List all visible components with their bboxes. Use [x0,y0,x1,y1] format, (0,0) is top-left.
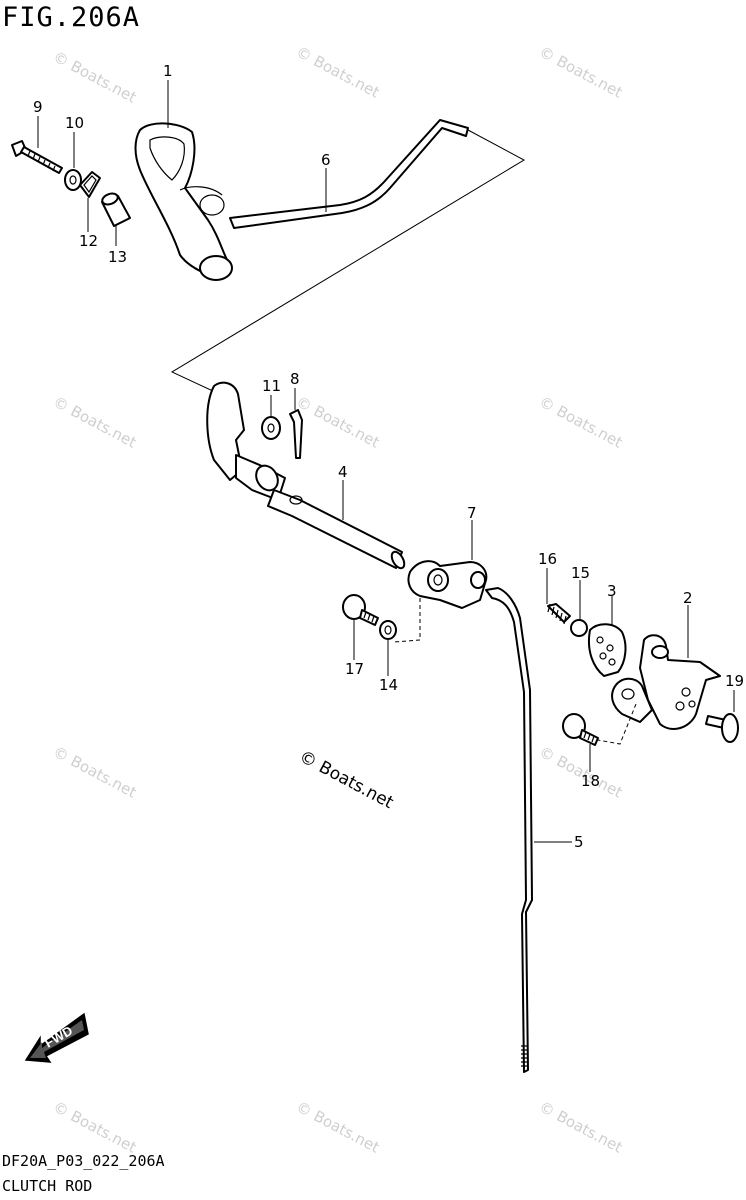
callout-part-17: 17 [345,660,364,678]
watermark: © Boats.net [293,1098,382,1157]
part-17-screw [342,594,379,626]
part-1-lever [134,122,233,281]
callout-part-5: 5 [574,833,584,851]
callout-part-3: 3 [607,582,617,600]
watermark: © Boats.net [293,393,382,452]
callout-part-12: 12 [79,232,98,250]
callout-part-13: 13 [108,248,127,266]
watermark: © Boats.net [536,393,625,452]
part-16-spring [547,603,571,625]
part-3-detent-plate [588,623,627,677]
assembly-leader [393,598,421,643]
part-19-screw [705,713,739,743]
callout-part-6: 6 [321,151,331,169]
fwd-direction-badge: FWD [24,1012,89,1063]
part-11-washer [261,416,281,440]
part-15-ball [570,619,588,637]
callout-part-8: 8 [290,370,300,388]
part-9-bolt [11,140,63,174]
part-13-collar [101,192,131,227]
section-name: CLUTCH ROD [2,1177,93,1195]
callout-part-10: 10 [65,114,84,132]
watermark: © Boats.net [50,48,139,107]
callout-part-9: 9 [33,98,43,116]
watermark: © Boats.net [50,393,139,452]
callout-part-1: 1 [163,62,173,80]
callout-part-19: 19 [725,672,744,690]
callout-part-7: 7 [467,504,477,522]
part-10-washer [64,169,82,191]
watermark-center: © Boats.net [296,747,397,814]
watermark: © Boats.net [50,743,139,802]
callout-part-15: 15 [571,564,590,582]
callout-leaders [37,80,735,843]
part-5-rod [485,587,533,1073]
callout-part-4: 4 [338,463,348,481]
watermark: © Boats.net [536,1098,625,1157]
diagram-code: DF20A_P03_022_206A [2,1152,165,1170]
part-14-washer [379,620,397,640]
watermark: © Boats.net [293,43,382,102]
callout-part-14: 14 [379,676,398,694]
part-4-shaft [206,381,406,570]
callout-part-11: 11 [262,377,281,395]
fig-title: FIG.206A [2,2,141,33]
callout-part-16: 16 [538,550,557,568]
watermark: © Boats.net [50,1098,139,1157]
callout-part-18: 18 [581,772,600,790]
part-12-ring [79,171,101,198]
watermark: © Boats.net [536,43,625,102]
part-2-shift-lever [611,634,721,730]
part-18-screw [562,713,599,746]
callout-numbers: 1 2 3 4 5 6 7 8 9 10 11 12 13 14 15 16 1… [33,62,744,851]
part-8-cotter-pin [289,409,303,459]
assembly-leader [597,703,637,745]
part-7-connector [407,560,488,609]
reference-line [170,129,526,399]
callout-part-2: 2 [683,589,693,607]
part-6-rod [229,119,469,229]
